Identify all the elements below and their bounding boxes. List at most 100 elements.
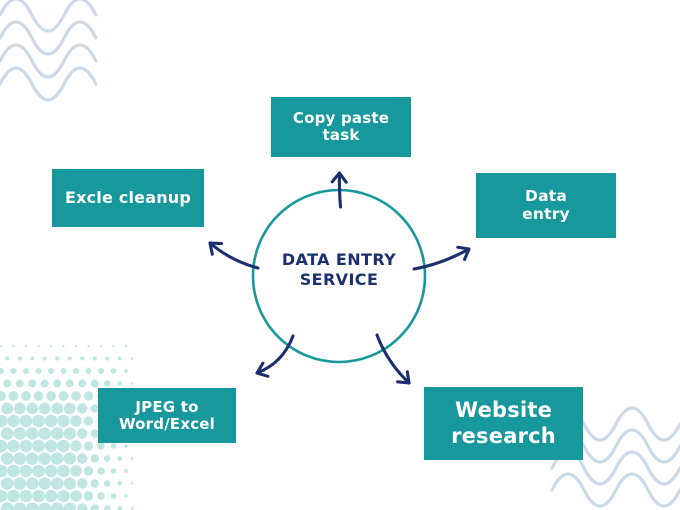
node-excel-cleanup-line1: Excle cleanup [64, 188, 192, 208]
halftone-dot [38, 477, 52, 490]
halftone-dot [0, 439, 8, 453]
halftone-dot [21, 391, 31, 401]
halftone-dot [49, 344, 53, 348]
halftone-dot [71, 391, 81, 401]
halftone-dot [110, 468, 117, 474]
halftone-dot [17, 356, 22, 361]
halftone-dot [87, 344, 90, 348]
halftone-dot [117, 356, 122, 361]
node-excel-cleanup: Excle cleanup [52, 169, 204, 227]
node-website-research: Website research [424, 387, 583, 460]
halftone-dot [112, 344, 115, 348]
halftone-dot [77, 428, 88, 439]
halftone-dot [74, 344, 78, 348]
halftone-dot [38, 402, 51, 415]
halftone-dot [130, 357, 134, 360]
halftone-dot [0, 489, 8, 503]
halftone-dot [58, 391, 69, 401]
halftone-dot [124, 344, 128, 348]
halftone-dot [57, 414, 70, 428]
halftone-dot [110, 368, 117, 374]
node-jpeg-to-word-excel-line1: JPEG to [135, 397, 199, 416]
halftone-dot [32, 489, 45, 503]
halftone-dot [63, 452, 76, 465]
halftone-dot [63, 402, 76, 415]
halftone-dot [130, 382, 134, 385]
halftone-dot [13, 452, 27, 465]
halftone-dot [117, 481, 123, 486]
halftone-dot [97, 467, 105, 475]
halftone-dot [110, 443, 117, 449]
halftone-dot [46, 391, 56, 401]
halftone-dot [38, 502, 52, 510]
halftone-dot [33, 391, 44, 401]
halftone-dot [32, 464, 45, 478]
halftone-dot [38, 452, 52, 465]
halftone-dot [103, 505, 111, 510]
halftone-dot [30, 356, 35, 361]
hub-label: DATA ENTRY SERVICE [239, 250, 439, 290]
halftone-dot [1, 402, 14, 415]
halftone-dot [50, 502, 64, 510]
halftone-dot [23, 368, 29, 374]
halftone-dot [0, 391, 6, 401]
halftone-dot [80, 356, 85, 361]
node-copy-paste-task-line1: Copy paste [292, 109, 390, 128]
halftone-dot [35, 368, 42, 374]
node-data-entry-line2: entry [522, 204, 570, 223]
halftone-dot [97, 492, 105, 500]
node-copy-paste-task-line2: task [322, 126, 360, 144]
halftone-dot [130, 482, 134, 485]
halftone-dot [0, 344, 3, 348]
halftone-dot [13, 477, 27, 490]
halftone-dot [13, 502, 27, 510]
halftone-dot [19, 489, 33, 503]
node-website-research-line2: research [451, 423, 556, 448]
halftone-dot [99, 344, 103, 348]
halftone-dot [90, 379, 99, 388]
halftone-dot [5, 356, 10, 361]
halftone-dot [57, 439, 70, 453]
halftone-dot [12, 344, 15, 348]
halftone-dot [15, 379, 24, 388]
halftone-dot [90, 404, 99, 413]
halftone-dot [77, 403, 88, 414]
halftone-dot [103, 455, 111, 462]
halftone-dot [105, 356, 110, 361]
halftone-dot [28, 379, 37, 388]
halftone-dot [0, 452, 14, 465]
halftone-dot [0, 477, 14, 490]
wave-line [0, 66, 98, 102]
node-website-research-line1: Website [454, 398, 553, 423]
halftone-dot [25, 477, 39, 490]
halftone-dot [73, 368, 79, 374]
halftone-dot [48, 368, 54, 374]
halftone-dot [85, 368, 92, 374]
halftone-dot [25, 427, 39, 440]
halftone-dot [32, 439, 45, 453]
halftone-dot [7, 464, 20, 478]
halftone-dot [62, 344, 65, 348]
halftone-dot [0, 502, 14, 510]
wave-line [0, 20, 98, 56]
halftone-dot [77, 503, 88, 510]
halftone-dot [44, 464, 58, 478]
node-copy-paste-task: Copy paste task [271, 97, 411, 157]
halftone-dot [117, 381, 123, 386]
halftone-dot [65, 379, 74, 388]
halftone-dot [90, 429, 99, 438]
halftone-dot [26, 402, 39, 415]
halftone-dot [42, 356, 47, 361]
waves-top-left-decoration [0, 0, 98, 102]
halftone-dot [0, 368, 4, 374]
halftone-dot [67, 356, 72, 361]
halftone-dot [38, 427, 52, 440]
halftone-dot [50, 452, 64, 465]
halftone-dot [7, 414, 20, 428]
halftone-dot [44, 489, 58, 503]
halftone-dot [7, 489, 20, 503]
halftone-dot [25, 502, 39, 510]
halftone-dot [13, 427, 27, 440]
halftone-dot [0, 464, 8, 478]
